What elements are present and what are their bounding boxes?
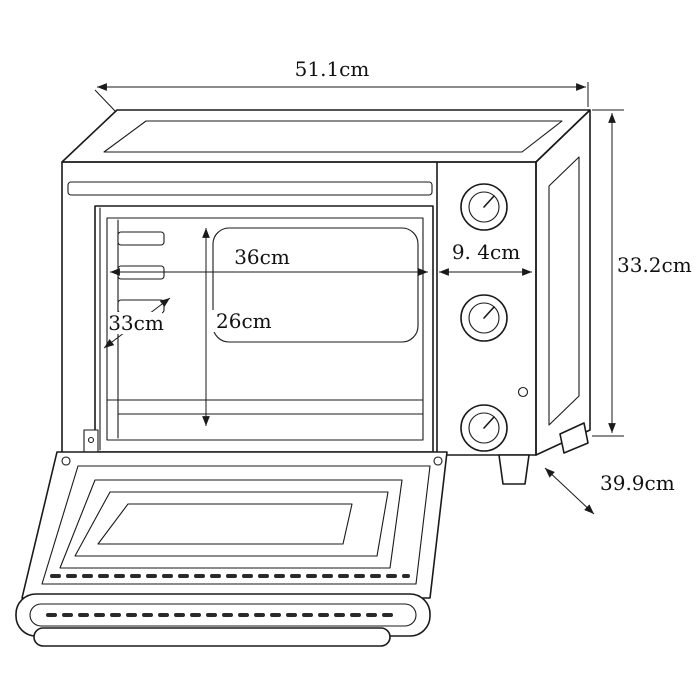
dim-interior-depth: 33cm (103, 297, 171, 349)
label-backplate (212, 310, 268, 332)
knob-inner-ring (468, 412, 500, 444)
rear-foot (559, 422, 589, 454)
dim-control-panel-width: 9. 4cm (439, 240, 532, 276)
baking-tray (97, 503, 353, 545)
door-glass-outer (59, 479, 403, 569)
extension-line (94, 89, 117, 113)
knob-pointer-icon (483, 195, 495, 208)
door-screw-icon (61, 456, 71, 466)
control-panel (460, 183, 529, 452)
knob-inner-ring (468, 302, 500, 334)
door-screw-icon (433, 456, 443, 466)
control-knob-top (460, 183, 508, 231)
front-foot (498, 454, 530, 485)
overall-height-label: 33.2cm (617, 253, 692, 277)
top-face (61, 109, 591, 163)
label-backplate (231, 246, 293, 268)
knob-pointer-icon (483, 416, 495, 429)
dim-overall-width: 51.1cm (94, 57, 589, 113)
dim-overall-depth: 39.9cm (544, 467, 675, 515)
interior-width-label: 36cm (234, 245, 290, 269)
overall-width-label: 51.1cm (295, 57, 370, 81)
control-knob-bottom (460, 404, 508, 452)
panel-width-label: 9. 4cm (452, 240, 520, 264)
cavity-back-window (212, 227, 419, 343)
knob-inner-ring (468, 191, 500, 223)
hinge-screw-icon (87, 436, 95, 444)
knob-outer-ring (460, 183, 508, 231)
door-handle (33, 627, 391, 647)
knob-outer-ring (460, 404, 508, 452)
dimension-arrow (544, 467, 595, 515)
door-front-edge-inset (29, 603, 417, 627)
door-face (21, 451, 448, 599)
dimension-annotations: 51.1cm 33.2cm 39.9cm 9. 4cm 36cm 33cm (94, 57, 692, 515)
interior-depth-label: 33cm (108, 311, 164, 335)
rack-support-1 (117, 231, 165, 246)
oven-door-open (15, 451, 448, 647)
right-side-face (535, 109, 591, 456)
dim-interior-height: 26cm (202, 228, 272, 426)
door-glass-inner (74, 491, 389, 557)
knob-outer-ring (460, 294, 508, 342)
control-knob-middle (460, 294, 508, 342)
interior-height-label: 26cm (216, 309, 272, 333)
knob-pointer-icon (483, 306, 495, 319)
dim-interior-width: 36cm (110, 245, 428, 276)
door-inner-frame (41, 465, 431, 585)
dim-overall-height: 33.2cm (592, 109, 692, 437)
indicator-light-icon (517, 386, 529, 398)
top-face-recess (103, 120, 563, 153)
oven-body (61, 109, 591, 485)
top-vent-strip (67, 181, 433, 196)
side-panel-inset (548, 156, 580, 426)
overall-depth-label: 39.9cm (600, 471, 675, 495)
label-backplate (110, 312, 162, 334)
